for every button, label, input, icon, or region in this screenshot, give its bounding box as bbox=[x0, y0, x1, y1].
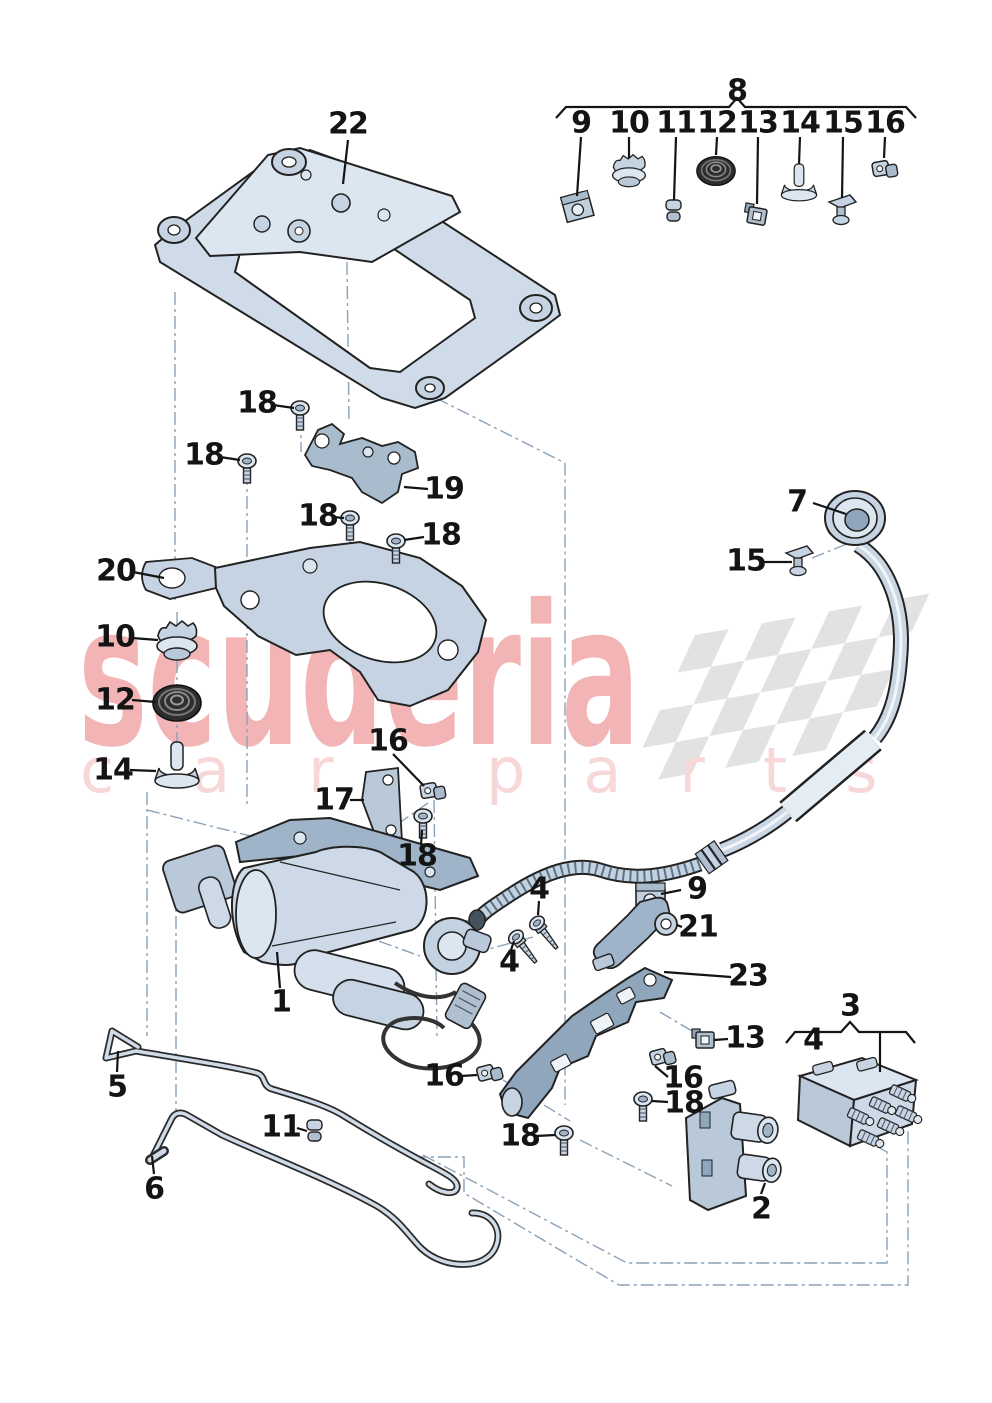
clip-part-16 bbox=[475, 1061, 505, 1086]
tagline-left-text: car bbox=[80, 734, 412, 807]
clip-part-15-top bbox=[828, 194, 857, 226]
screw-part-18 bbox=[633, 1091, 653, 1122]
coil-part-12-top bbox=[695, 155, 737, 187]
valve-part-2 bbox=[684, 1079, 782, 1212]
bracket-part-20 bbox=[141, 540, 488, 708]
coil-part-12 bbox=[152, 684, 202, 722]
bracket-part-23 bbox=[498, 966, 674, 1120]
clip-part-15 bbox=[785, 545, 814, 577]
screw-part-18 bbox=[413, 808, 433, 839]
parts-artwork bbox=[102, 146, 925, 1268]
clip-part-13 bbox=[691, 1028, 715, 1049]
screw-part-4 bbox=[526, 912, 564, 954]
screw-part-18 bbox=[237, 453, 257, 484]
checkered-flag-watermark bbox=[642, 593, 930, 780]
pipe-part-5 bbox=[102, 1027, 461, 1197]
pipe-part-6 bbox=[145, 1109, 502, 1268]
screw-part-18 bbox=[554, 1125, 574, 1156]
screw-part-18 bbox=[340, 510, 360, 541]
clip-part-16 bbox=[648, 1045, 678, 1070]
bracket-part-19 bbox=[303, 422, 420, 505]
clip-part-11 bbox=[306, 1119, 323, 1142]
valve-part-3 bbox=[796, 1056, 925, 1151]
screw-part-18 bbox=[290, 400, 310, 431]
clip-part-16-top bbox=[870, 158, 899, 181]
clip-part-13-top bbox=[742, 202, 769, 227]
bracket-part-21 bbox=[592, 896, 678, 972]
buffer-part-10-top bbox=[611, 154, 647, 188]
bumpstop-part-14-top bbox=[780, 163, 818, 202]
subframe-part-22 bbox=[153, 146, 562, 410]
leader-lines bbox=[115, 96, 917, 1195]
clip-part-11-top bbox=[665, 199, 682, 222]
hose-part-7 bbox=[468, 490, 909, 931]
compressor-part-1 bbox=[162, 816, 492, 1071]
